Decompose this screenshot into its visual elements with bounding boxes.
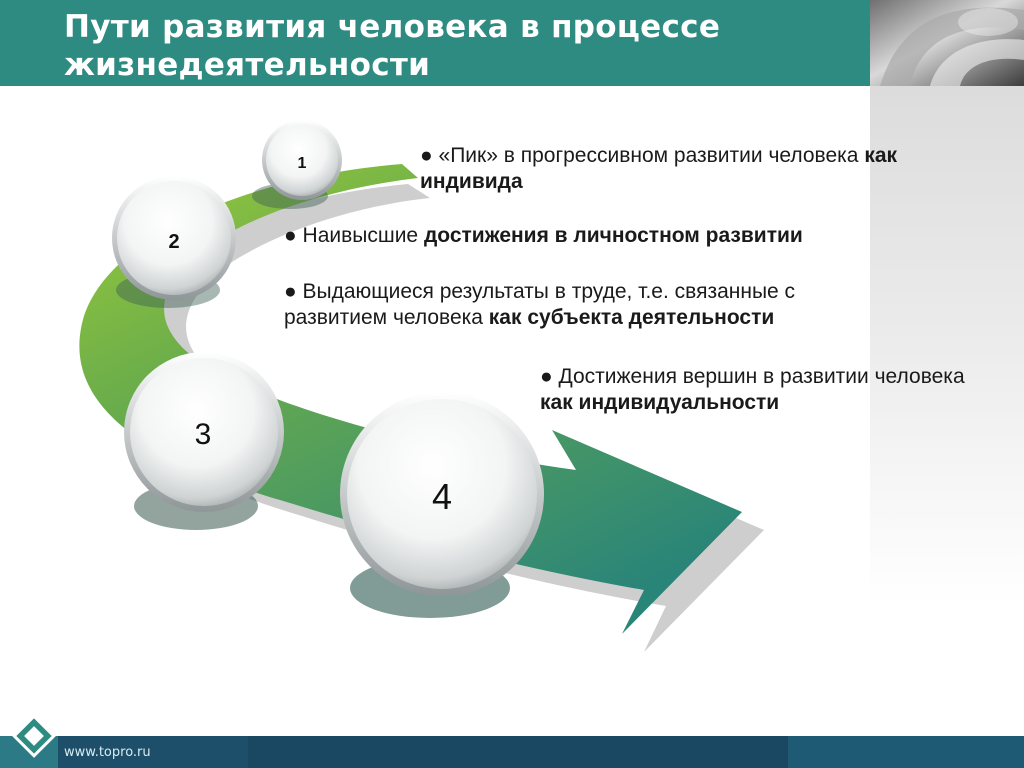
bullet-marker: ● (420, 144, 433, 167)
bullet-marker: ● (284, 280, 297, 303)
step-4-ball: 4 (340, 392, 544, 618)
step-1-number: 1 (298, 155, 307, 172)
bullet-work-results: ● Выдающиеся результаты в труде, т.е. св… (284, 280, 796, 329)
bullet-individuality: ● Достижения вершин в развитии человека … (540, 365, 965, 414)
step-1-ball: 1 (252, 120, 342, 209)
step-3-ball: 3 (124, 352, 284, 530)
step-3-number: 3 (195, 418, 212, 451)
step-2-number: 2 (168, 231, 179, 253)
bullet-personal-achievements: ● Наивысшие достижения в личностном разв… (284, 224, 803, 247)
bullet-peak-individual: ● «Пик» в прогрессивном развитии человек… (420, 144, 898, 193)
footer-middle-block (248, 736, 788, 768)
title-bar (0, 0, 870, 86)
diamond-logo-icon (12, 714, 56, 758)
slide-title: Пути развития человека в процессе жизнед… (64, 9, 721, 83)
footer-right-block (788, 736, 1024, 768)
bullet-marker: ● (284, 224, 297, 247)
curved-arrow (79, 164, 743, 634)
step-4-number: 4 (432, 476, 452, 517)
right-side-panel (870, 86, 1024, 736)
step-2-ball: 2 (112, 176, 236, 308)
bullet-marker: ● (540, 365, 553, 388)
footer-url: www.topro.ru (64, 745, 151, 760)
corner-decoration-image (870, 0, 1024, 86)
development-path-diagram: 1 2 3 4 (79, 120, 765, 652)
